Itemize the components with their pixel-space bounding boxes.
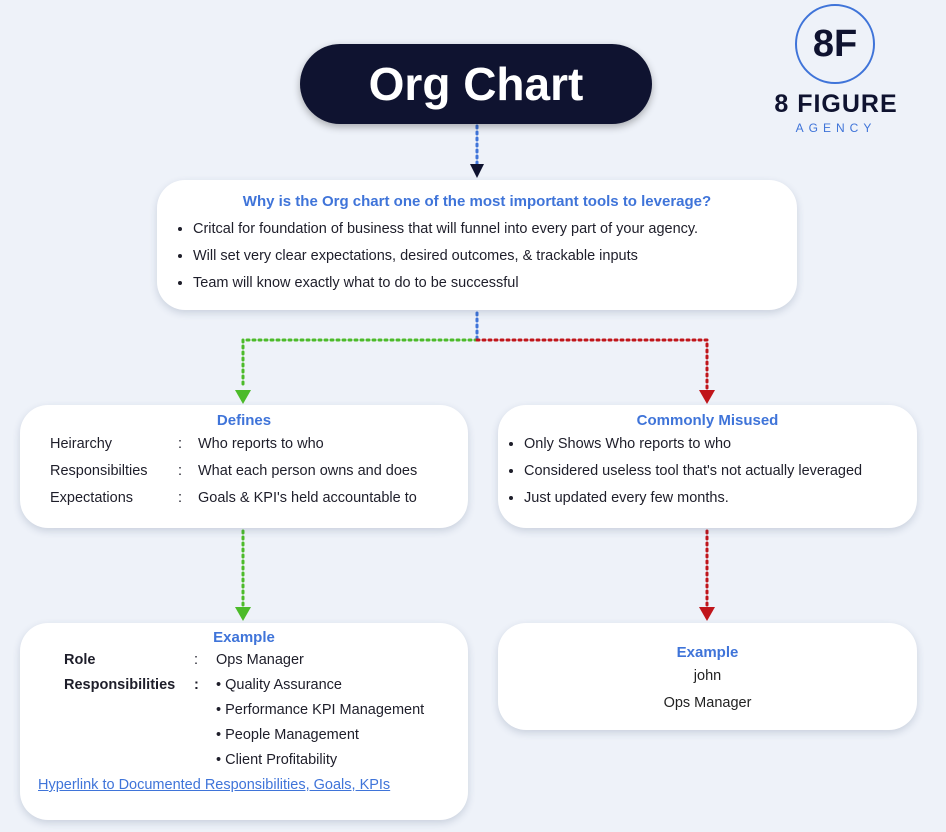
list-item: Client Profitability: [225, 752, 338, 768]
row-value: Goals & KPI's held accountable to: [198, 490, 417, 506]
responsibilities-label: Responsibilities: [64, 677, 176, 693]
list-item: Just updated every few months.: [524, 485, 917, 512]
arrow-icon: [470, 164, 484, 178]
misused-heading: Commonly Misused: [636, 412, 779, 429]
arrow-icon: [235, 607, 251, 621]
defines-box: Defines Heirarchy:Who reports to who Res…: [20, 405, 468, 528]
arrow-icon: [699, 607, 715, 621]
list-item: Team will know exactly what to do to be …: [193, 270, 779, 297]
example-name: john: [693, 668, 722, 684]
row-label: Responsibilties: [50, 463, 148, 479]
connector-to-defines: [241, 338, 479, 390]
why-heading: Why is the Org chart one of the most imp…: [242, 193, 712, 210]
list-item: Critcal for foundation of business that …: [193, 216, 779, 243]
page-title: Org Chart: [300, 44, 652, 124]
arrow-icon: [699, 390, 715, 404]
row-label: Expectations: [50, 490, 134, 506]
documented-responsibilities-link[interactable]: Hyperlink to Documented Responsibilities…: [38, 777, 391, 793]
list-item: People Management: [225, 727, 359, 743]
example-role: Ops Manager: [663, 695, 752, 711]
list-item: Performance KPI Management: [225, 702, 425, 718]
list-item: Considered useless tool that's not actua…: [524, 458, 917, 485]
row-label: Heirarchy: [50, 436, 113, 452]
example-left-box: Example Role:Ops Manager Responsibilitie…: [20, 623, 468, 820]
why-box: Why is the Org chart one of the most imp…: [157, 180, 797, 310]
logo-name: 8 FIGURE: [774, 90, 898, 118]
logo-sub: AGENCY: [795, 121, 877, 135]
role-label: Role: [64, 652, 96, 668]
arrow-icon: [235, 390, 251, 404]
example-heading: Example: [676, 644, 739, 661]
list-item: Will set very clear expectations, desire…: [193, 243, 779, 270]
row-value: What each person owns and does: [198, 463, 418, 479]
list-item: Only Shows Who reports to who: [524, 431, 917, 458]
logo-mark-text: 8F: [812, 22, 858, 65]
list-item: Quality Assurance: [225, 677, 342, 693]
example-right-box: Example john Ops Manager: [498, 623, 917, 730]
role-value: Ops Manager: [216, 652, 304, 668]
defines-heading: Defines: [216, 412, 272, 429]
row-value: Who reports to who: [198, 436, 324, 452]
logo-mark: 8F: [795, 4, 875, 84]
connector-to-misused: [475, 338, 709, 390]
logo: 8F 8 FIGURE AGENCY: [760, 2, 920, 137]
misused-box: Commonly Misused Only Shows Who reports …: [498, 405, 917, 528]
example-heading: Example: [213, 629, 275, 646]
